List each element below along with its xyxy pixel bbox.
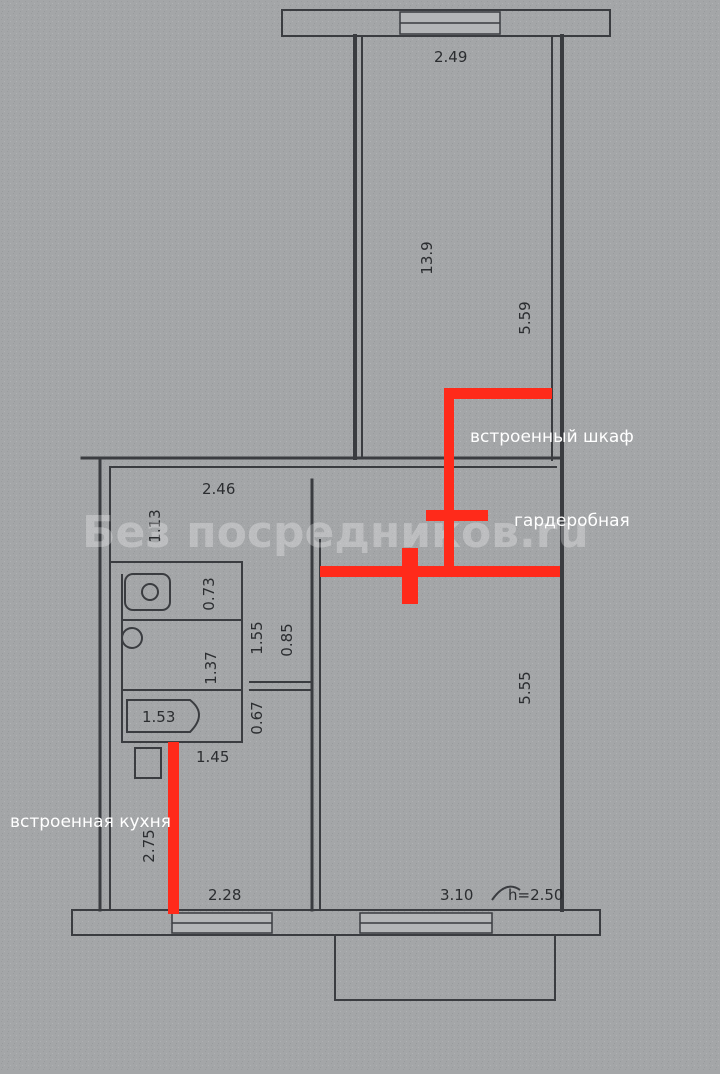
dim-small: 1.45 (196, 748, 229, 766)
fixtures (121, 573, 521, 901)
bathtub-icon (126, 699, 200, 733)
dim-kitchen-width: 2.28 (208, 886, 241, 904)
sink-icon (121, 627, 143, 649)
walls (71, 9, 611, 1001)
dimension-labels: 2.49 5.59 13.9 2.46 1.13 0.73 1.55 0.85 … (140, 48, 563, 904)
door-swing-icon (491, 885, 521, 901)
markup-door (402, 548, 418, 604)
label-dressing-room: гардеробная (514, 511, 630, 531)
label-built-in-wardrobe: встроенный шкаф (470, 427, 634, 447)
dim-room6-area: 13.9 (418, 241, 436, 274)
watermark: Без посредников.ru (82, 507, 589, 558)
dim-ceiling-height: h=2.50 (508, 886, 563, 904)
dim-hall-left: 1.13 (146, 509, 164, 542)
markup-wardrobe-top (444, 388, 552, 399)
markup-wardrobe-vertical (444, 388, 454, 570)
dim-room6-length: 5.59 (516, 301, 534, 334)
windows (171, 11, 501, 934)
dim-corridor-width: 2.46 (202, 480, 235, 498)
toilet-icon (124, 573, 171, 611)
dim-toilet: 0.73 (200, 577, 218, 610)
dim-bath-wall: 0.85 (278, 623, 296, 656)
dim-bath-depth: 1.37 (202, 651, 220, 684)
markup-kitchen-wall (168, 742, 179, 914)
markup-dressing-divider (426, 510, 488, 521)
stove-icon (134, 747, 162, 779)
toilet-bowl-icon (141, 583, 159, 601)
label-built-in-kitchen: встроенная кухня (10, 812, 171, 832)
annotations: встроенный шкаф гардеробная встроенная к… (10, 427, 634, 832)
red-markup (168, 388, 560, 914)
dim-hall-segment: 0.67 (248, 701, 266, 734)
dim-kitchen-side: 2.75 (140, 829, 158, 862)
dim-bath: 1.53 (142, 708, 175, 726)
dim-big-room-width: 3.10 (440, 886, 473, 904)
dim-top-width: 2.49 (434, 48, 467, 66)
markup-dressing-wall (320, 566, 560, 577)
dim-big-room-length: 5.55 (516, 671, 534, 704)
dim-wc-length: 1.55 (248, 621, 266, 654)
